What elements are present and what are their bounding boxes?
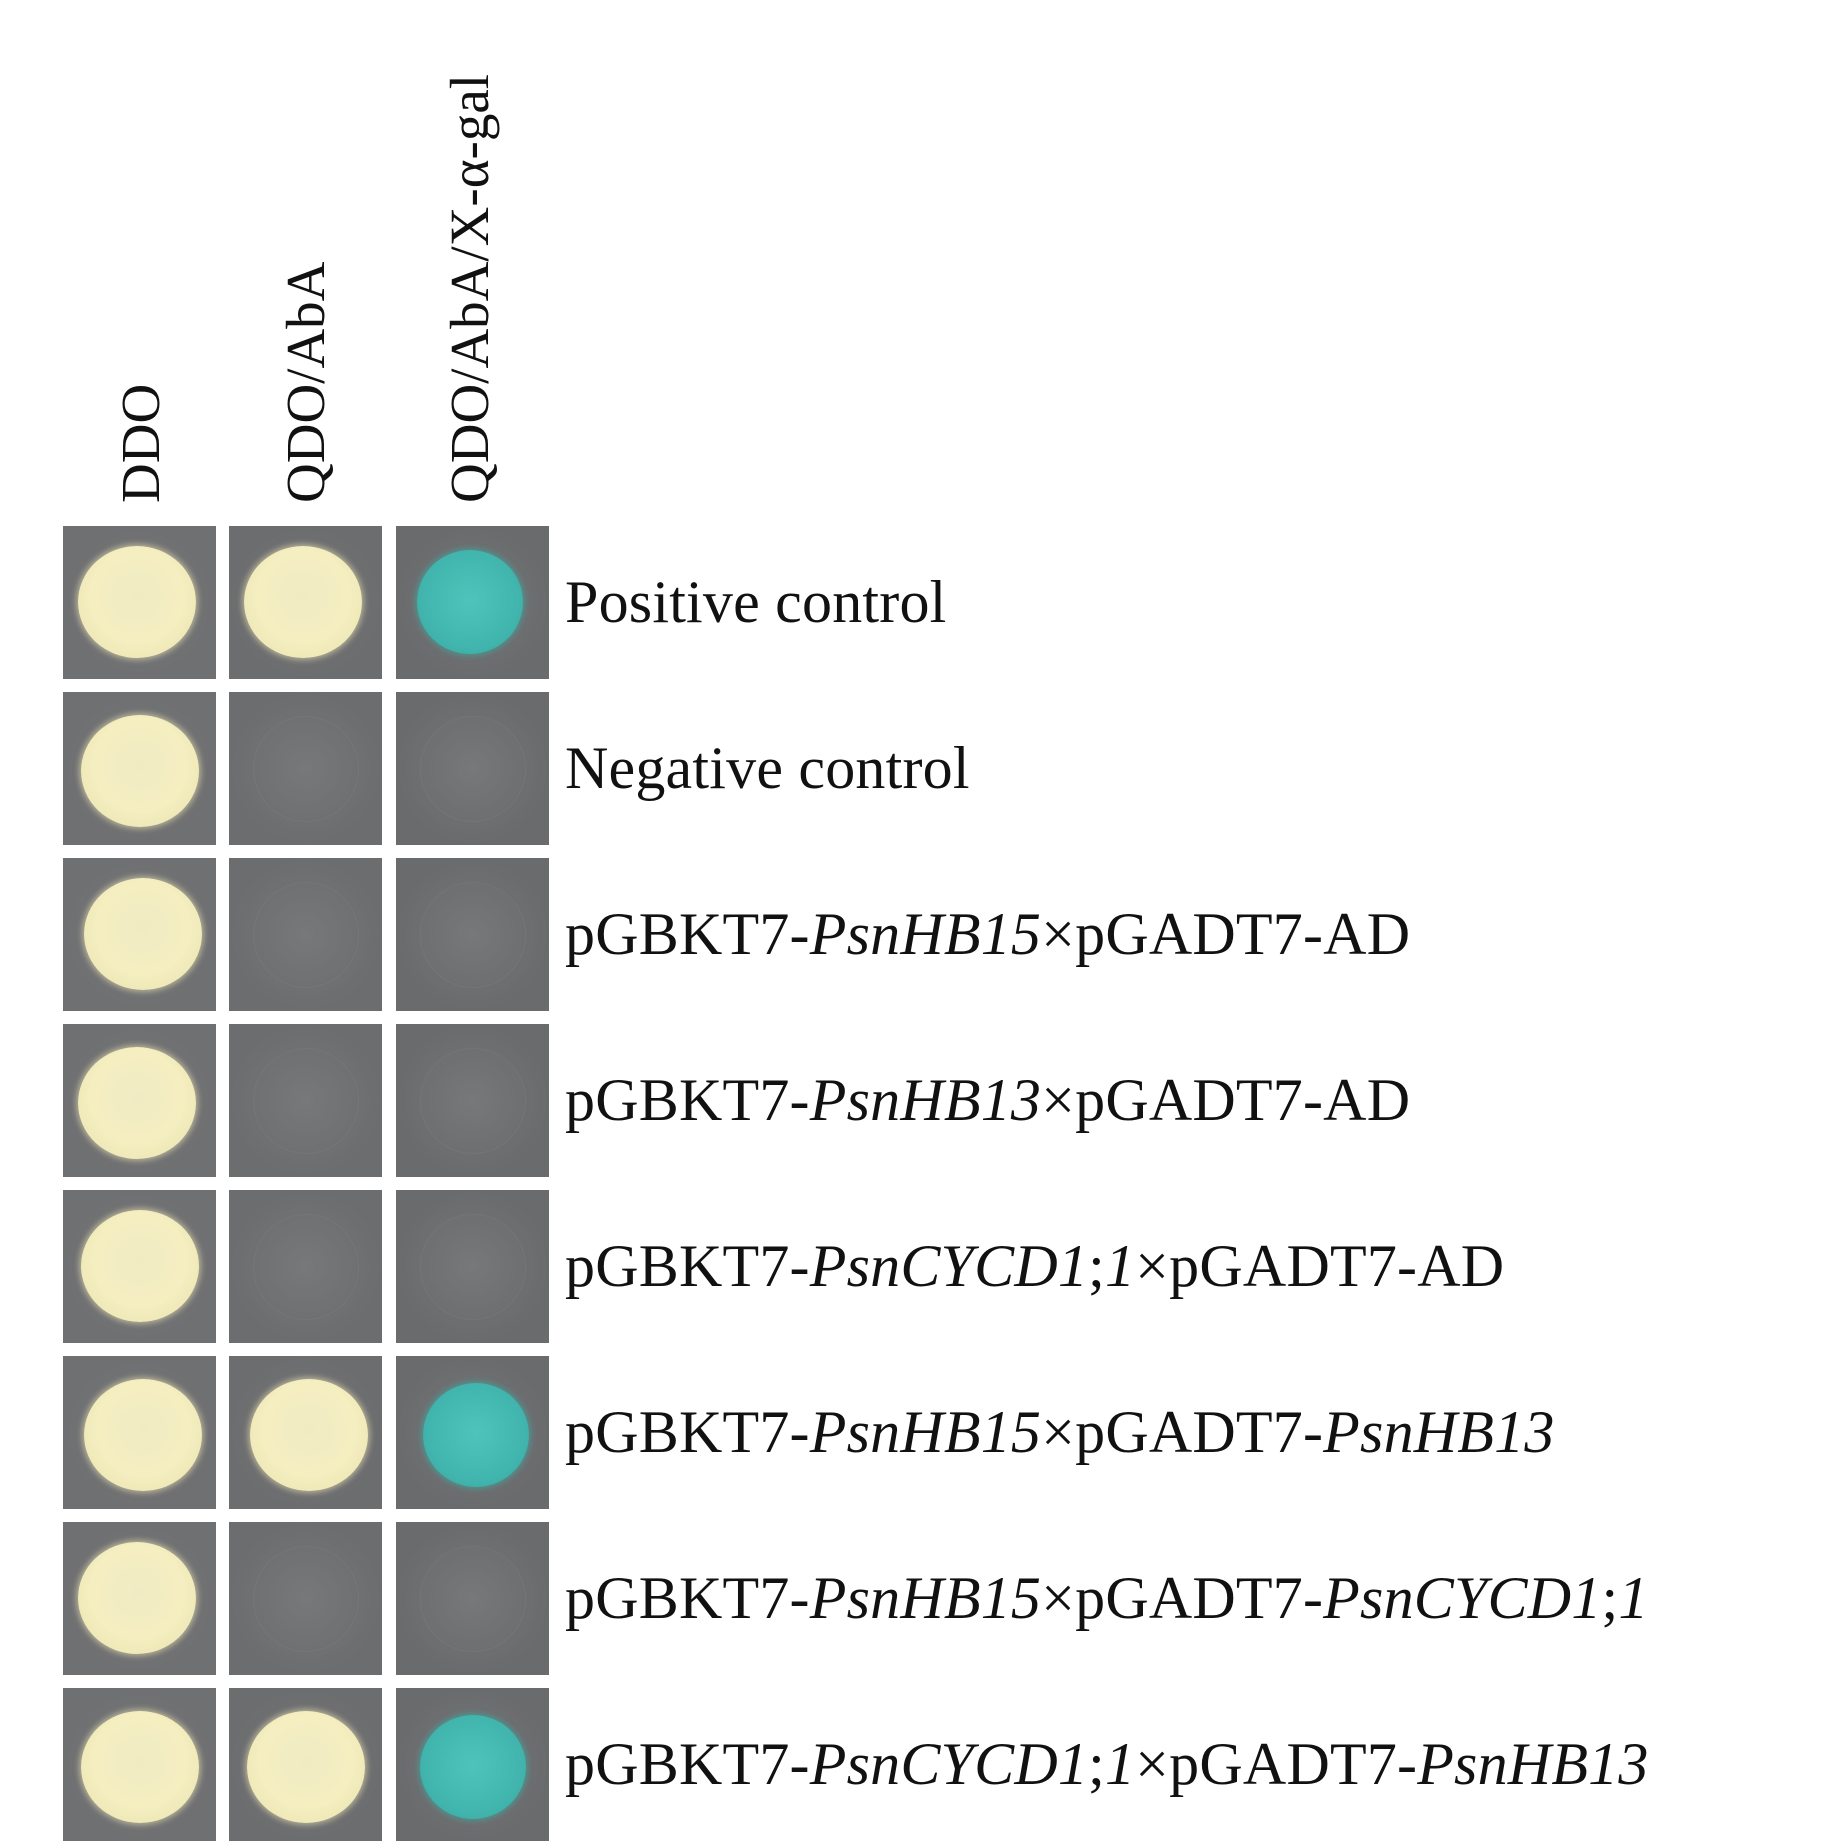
label-text: pGBKT7- xyxy=(565,1067,810,1133)
cream-colony xyxy=(249,1378,368,1491)
cream-colony xyxy=(80,714,199,827)
plate-tile-xgal xyxy=(396,858,549,1011)
row-label: pGBKT7-PsnHB15×pGADT7-PsnCYCD1;1 xyxy=(565,1522,1649,1675)
plate-tile-ddo xyxy=(63,1190,216,1343)
plate-tile-ddo xyxy=(63,1688,216,1841)
faint-spot xyxy=(420,716,526,822)
faint-spot xyxy=(420,1546,526,1652)
plate-tile-ddo xyxy=(63,1522,216,1675)
gene-name: PsnHB13 xyxy=(809,1067,1042,1133)
plate-tile-qdo xyxy=(229,1688,382,1841)
label-text: pGBKT7- xyxy=(565,1731,810,1797)
plate-tile-xgal xyxy=(396,692,549,845)
faint-spot xyxy=(253,1048,359,1154)
label-text: ; xyxy=(1601,1565,1619,1631)
label-text: ; xyxy=(1088,1233,1105,1299)
label-text: ×pGADT7-AD xyxy=(1041,901,1411,967)
plate-tile-xgal xyxy=(396,1522,549,1675)
cream-colony xyxy=(77,1046,196,1159)
faint-spot xyxy=(253,1214,359,1320)
cream-colony xyxy=(80,1209,199,1322)
gene-name: PsnCYCD1 xyxy=(1323,1565,1602,1631)
faint-spot xyxy=(253,716,359,822)
assay-row: pGBKT7-PsnHB13×pGADT7-AD xyxy=(63,1024,1843,1177)
faint-spot xyxy=(253,1546,359,1652)
cream-colony xyxy=(83,877,202,990)
plate-tile-qdo xyxy=(229,692,382,845)
cream-colony xyxy=(83,1378,202,1491)
label-text: Negative control xyxy=(565,735,970,801)
label-text: pGBKT7- xyxy=(565,1233,810,1299)
gene-name: 1 xyxy=(1104,1233,1136,1299)
plate-tile-ddo xyxy=(63,526,216,679)
cream-colony xyxy=(243,545,362,658)
gene-name: PsnHB15 xyxy=(809,1399,1042,1465)
assay-row: pGBKT7-PsnCYCD1;1×pGADT7-PsnHB13 xyxy=(63,1688,1843,1841)
label-text: ×pGADT7-AD xyxy=(1135,1233,1505,1299)
gene-name: 1 xyxy=(1104,1731,1136,1797)
label-text: ; xyxy=(1088,1731,1105,1797)
plate-tile-xgal xyxy=(396,1356,549,1509)
label-text: pGBKT7- xyxy=(565,901,810,967)
row-label: pGBKT7-PsnCYCD1;1×pGADT7-PsnHB13 xyxy=(565,1688,1649,1841)
blue-colony xyxy=(422,1382,529,1487)
plate-tile-xgal xyxy=(396,1024,549,1177)
row-label: pGBKT7-PsnHB15×pGADT7-PsnHB13 xyxy=(565,1356,1555,1509)
plate-tile-ddo xyxy=(63,1356,216,1509)
gene-name: PsnCYCD1 xyxy=(809,1731,1089,1797)
cream-colony xyxy=(77,1541,196,1654)
cream-colony xyxy=(80,1710,199,1823)
row-label: pGBKT7-PsnHB15×pGADT7-AD xyxy=(565,858,1410,1011)
assay-row: pGBKT7-PsnHB15×pGADT7-AD xyxy=(63,858,1843,1011)
plate-tile-xgal xyxy=(396,1190,549,1343)
column-header-label: DDO xyxy=(110,383,171,503)
cream-colony xyxy=(246,1710,365,1823)
faint-spot xyxy=(420,1214,526,1320)
cream-colony xyxy=(77,545,196,658)
plate-tile-qdo xyxy=(229,1522,382,1675)
gene-name: PsnCYCD1 xyxy=(809,1233,1089,1299)
blue-colony xyxy=(416,549,523,654)
column-header-label: QDO/AbA/X-α-gal xyxy=(439,73,500,503)
row-label: Positive control xyxy=(565,526,947,679)
plate-tile-qdo xyxy=(229,526,382,679)
gene-name: PsnHB15 xyxy=(809,1565,1042,1631)
plate-tile-ddo xyxy=(63,858,216,1011)
gene-name: 1 xyxy=(1618,1565,1649,1631)
gene-name: PsnHB15 xyxy=(809,901,1042,967)
assay-row: Positive control xyxy=(63,526,1843,679)
label-text: ×pGADT7-AD xyxy=(1041,1067,1411,1133)
faint-spot xyxy=(420,1048,526,1154)
assay-row: pGBKT7-PsnHB15×pGADT7-PsnCYCD1;1 xyxy=(63,1522,1843,1675)
row-label: Negative control xyxy=(565,692,970,845)
plate-tile-xgal xyxy=(396,526,549,679)
plate-tile-qdo xyxy=(229,1190,382,1343)
gene-name: PsnHB13 xyxy=(1417,1731,1649,1797)
plate-tile-qdo xyxy=(229,1356,382,1509)
label-text: ×pGADT7- xyxy=(1041,1565,1324,1631)
label-text: ×pGADT7- xyxy=(1135,1731,1418,1797)
label-text: Positive control xyxy=(565,569,947,635)
assay-row: pGBKT7-PsnHB15×pGADT7-PsnHB13 xyxy=(63,1356,1843,1509)
blue-colony xyxy=(419,1714,526,1819)
gene-name: PsnHB13 xyxy=(1323,1399,1555,1465)
faint-spot xyxy=(420,882,526,988)
label-text: pGBKT7- xyxy=(565,1565,810,1631)
assay-row: Negative control xyxy=(63,692,1843,845)
plate-tile-ddo xyxy=(63,1024,216,1177)
label-text: pGBKT7- xyxy=(565,1399,810,1465)
faint-spot xyxy=(253,882,359,988)
column-header-label: QDO/AbA xyxy=(275,261,336,503)
label-text: ×pGADT7- xyxy=(1041,1399,1324,1465)
plate-tile-qdo xyxy=(229,1024,382,1177)
plate-tile-xgal xyxy=(396,1688,549,1841)
plate-tile-qdo xyxy=(229,858,382,1011)
row-label: pGBKT7-PsnHB13×pGADT7-AD xyxy=(565,1024,1410,1177)
assay-row: pGBKT7-PsnCYCD1;1×pGADT7-AD xyxy=(63,1190,1843,1343)
plate-tile-ddo xyxy=(63,692,216,845)
row-label: pGBKT7-PsnCYCD1;1×pGADT7-AD xyxy=(565,1190,1504,1343)
